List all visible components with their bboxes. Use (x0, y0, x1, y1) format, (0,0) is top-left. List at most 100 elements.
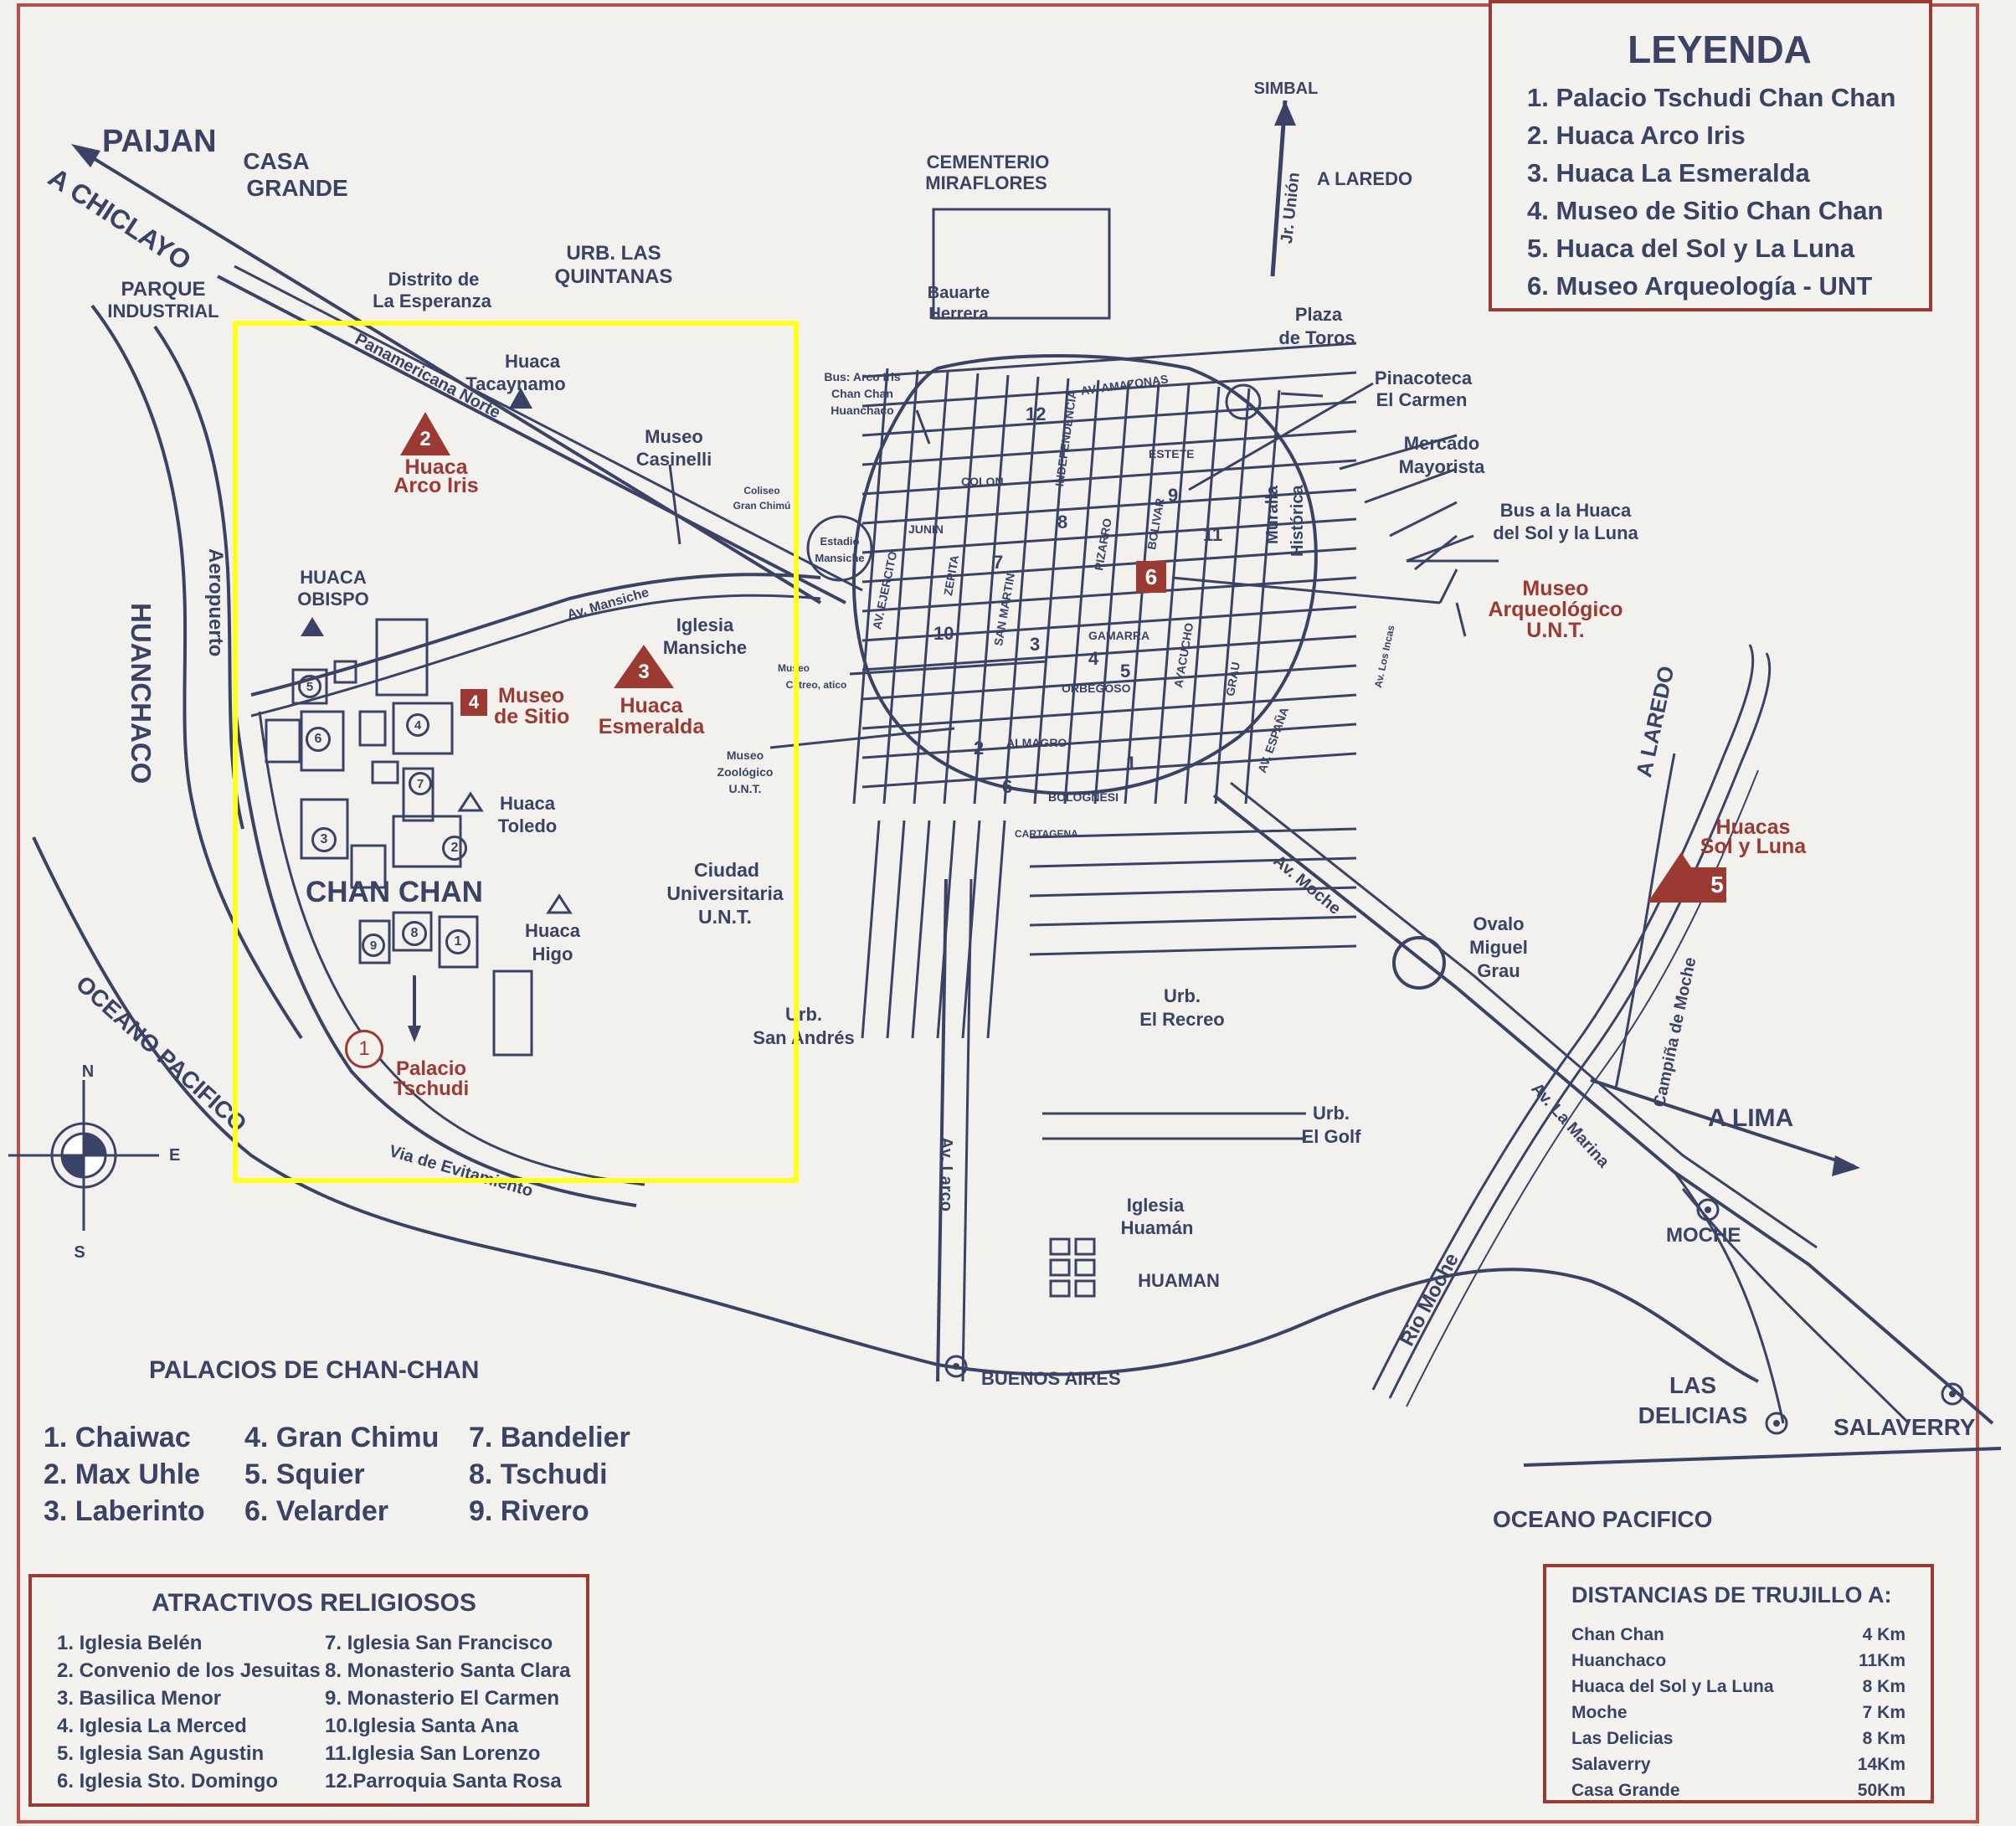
distance-km: 8 Km (1862, 1677, 1905, 1696)
label-muralla: Muralla (1263, 485, 1282, 544)
distances-title: DISTANCIAS DE TRUJILLO A: (1571, 1582, 1892, 1607)
label-museo-arq-1: Museo (1522, 577, 1589, 600)
distance-place: Las Delicias (1571, 1729, 1674, 1748)
religious-item: 8. Monasterio Santa Clara (325, 1659, 571, 1682)
label-esperanza-1: Distrito de (388, 269, 480, 290)
label-bus-sol-1: Bus a la Huaca (1499, 500, 1632, 521)
rio-moche (1371, 644, 1755, 1391)
label-museo-arq-3: U.N.T. (1526, 619, 1585, 642)
palace-circle-6: 6 (306, 727, 331, 752)
distance-row: Huaca del Sol y La Luna 8 Km (1571, 1674, 1905, 1700)
label-orbegoso: ORBEGOSO (1062, 682, 1131, 695)
label-parque-2: INDUSTRIAL (107, 301, 219, 321)
distance-km: 50Km (1857, 1781, 1905, 1800)
legend-title: LEYENDA (1628, 28, 1812, 71)
highlight-rectangle (233, 321, 799, 1183)
label-museo-sitio-2: de Sitio (494, 705, 570, 728)
religious-item: 3. Basilica Menor (57, 1687, 222, 1710)
palace-circle-4: 4 (406, 713, 429, 737)
label-a-laredo-top: A LAREDO (1317, 168, 1413, 189)
label-cementerio-2: MIRAFLORES (925, 172, 1047, 193)
label-coliseo-2: Gran Chimú (733, 500, 791, 512)
label-toledo-2: Toledo (497, 815, 558, 836)
road-simbal (1270, 100, 1288, 277)
palace-circle-5: 5 (298, 675, 321, 698)
label-estadio-1: Estadio (820, 535, 860, 548)
compass-icon (8, 1080, 159, 1231)
label-muralla-2: Histórica (1288, 485, 1307, 557)
marker-4: 4 (460, 689, 487, 716)
label-pinacoteca-1: Pinacoteca (1374, 368, 1473, 388)
marker-3-icon (614, 645, 674, 688)
distance-place: Salaverry (1571, 1755, 1651, 1774)
estadio-mansiche (806, 515, 873, 582)
distance-row: Huanchaco 11Km (1571, 1648, 1905, 1674)
label-gamarra: GAMARRA (1088, 629, 1150, 642)
label-iglesia-mansiche-2: Mansiche (662, 637, 748, 658)
label-zoologico-2: Zoológico (717, 765, 774, 779)
plaza-de-toros (1225, 383, 1262, 420)
label-recreo-2: El Recreo (1139, 1009, 1225, 1030)
page-border (17, 3, 1979, 1823)
label-huacas-sol-2: Sol y Luna (1700, 835, 1807, 858)
palace-item: 2. Max Uhle (44, 1458, 201, 1490)
legend-box: LEYENDA 1. Palacio Tschudi Chan Chan 2. H… (1489, 0, 1932, 311)
distance-km: 7 Km (1862, 1703, 1905, 1722)
label-arco-iris-1: Huaca (404, 455, 468, 479)
label-pinacoteca-2: El Carmen (1376, 389, 1468, 410)
palace-item: 6. Velarder (244, 1495, 389, 1527)
distance-km: 11Km (1858, 1651, 1905, 1670)
label-zoologico-1: Museo (726, 748, 764, 762)
legend-item: 1. Palacio Tschudi Chan Chan (1527, 83, 1896, 112)
cementerio (932, 208, 1111, 320)
road-moche (1212, 794, 1458, 990)
legend-item: 4. Museo de Sitio Chan Chan (1527, 196, 1884, 225)
label-las-delicias-2: DELICIAS (1638, 1402, 1748, 1428)
label-compass-e: E (169, 1146, 181, 1165)
label-huaman-iglesia-1: Iglesia (1126, 1195, 1185, 1216)
church-number-1: 1 (1126, 753, 1137, 774)
church-number-10: 10 (933, 623, 954, 644)
church-number-11: 11 (1203, 524, 1223, 545)
label-ciudad-3: U.N.T. (698, 906, 752, 928)
road-campina (1673, 1171, 1785, 1424)
distance-km: 14Km (1857, 1755, 1905, 1774)
church-number-5: 5 (1120, 661, 1131, 682)
palace-circle-8: 8 (402, 921, 427, 946)
legend-item: 2. Huaca Arco Iris (1527, 121, 1746, 150)
label-arco-iris-2: Arco Iris (393, 474, 479, 497)
label-casinelli-2: Casinelli (635, 449, 712, 470)
church-number-9: 9 (1168, 485, 1179, 506)
label-compass-n: N (81, 1062, 95, 1081)
label-av-larco: Av. Larco (937, 1137, 955, 1211)
religious-item: 2. Convenio de los Jesuitas (57, 1659, 321, 1682)
label-museo-sitio-1: Museo (498, 684, 565, 707)
label-salaverry: SALAVERRY (1833, 1414, 1976, 1440)
label-huanchaco: HUANCHACO (126, 603, 157, 784)
label-coliseo-1: Coliseo (743, 485, 780, 496)
distance-place: Huaca del Sol y La Luna (1571, 1677, 1774, 1696)
distance-place: Casa Grande (1571, 1781, 1680, 1800)
label-bus-arco-2: Chan Chan (831, 387, 893, 400)
church-number-12: 12 (1026, 404, 1047, 424)
palace-circle-2: 2 (442, 836, 467, 861)
label-aeropuerto: Aeropuerto (204, 548, 227, 657)
label-buenos-aires: BUENOS AIRES (981, 1368, 1121, 1389)
palace-circle-9: 9 (362, 934, 385, 957)
arrow-simbal (1274, 100, 1296, 126)
distance-row: Casa Grande 50Km (1571, 1777, 1905, 1803)
label-las-delicias-1: LAS (1669, 1372, 1716, 1398)
palace-item: 5. Squier (244, 1458, 365, 1490)
religious-item: 10.Iglesia Santa Ana (325, 1715, 519, 1737)
church-number-6: 6 (1002, 776, 1013, 797)
distance-place: Huanchaco (1571, 1651, 1667, 1670)
label-paijan: PAIJAN (102, 124, 217, 159)
label-recreo-1: Urb. (1164, 985, 1201, 1006)
delicias-marker-icon (1765, 1412, 1788, 1435)
